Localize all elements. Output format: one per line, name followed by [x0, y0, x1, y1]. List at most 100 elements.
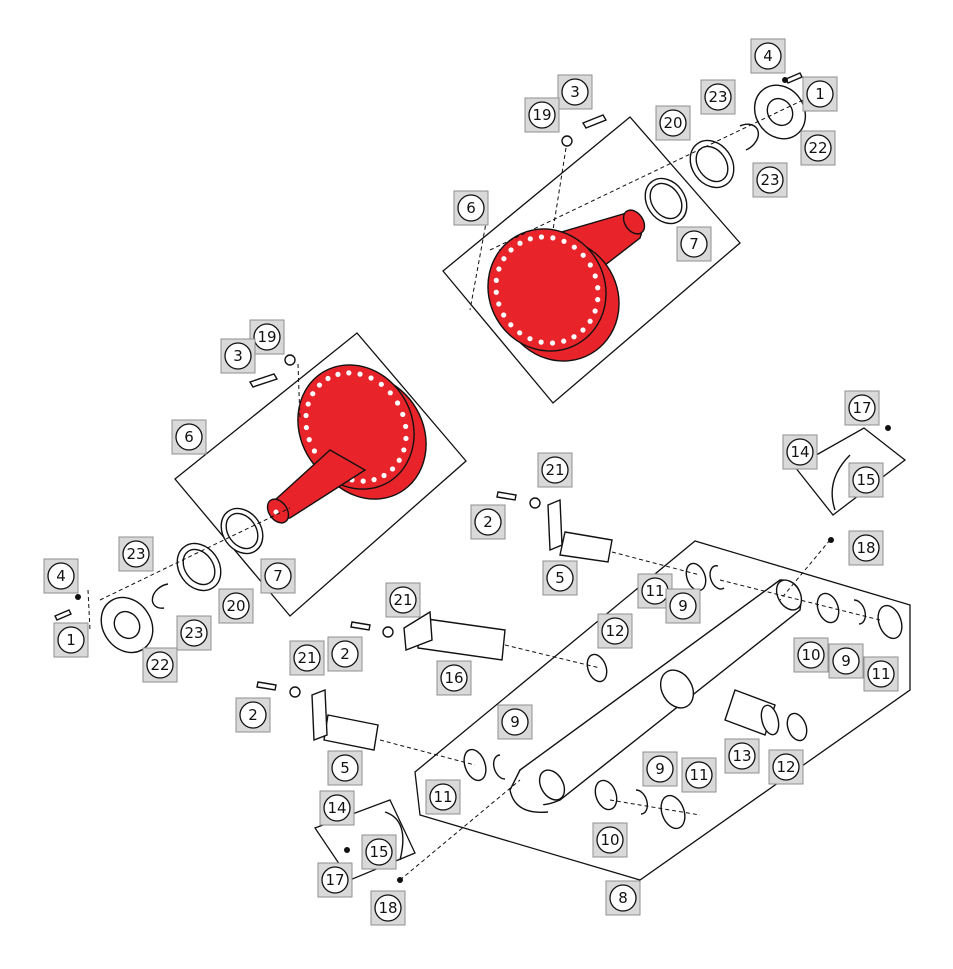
bolt-hole — [571, 334, 577, 340]
bolt-hole — [371, 477, 377, 483]
snap-ring-9-lower-right — [635, 789, 649, 815]
lower-hub-assembly — [54, 332, 467, 654]
bolt-hole — [311, 448, 318, 454]
callout-circle — [561, 78, 589, 106]
callout-circle — [222, 592, 250, 620]
callout-circle — [685, 761, 713, 789]
bolt-hole — [592, 273, 598, 279]
part-callout-23: 23 — [700, 79, 736, 115]
callout-label: 15 — [369, 843, 388, 861]
bolt-hole — [316, 382, 323, 388]
bolt-hole — [403, 435, 409, 442]
callout-label: 11 — [871, 665, 890, 683]
bolt-hole — [335, 371, 341, 377]
callout-label: 17 — [325, 871, 344, 889]
callout-label: 5 — [340, 759, 350, 777]
callout-label: 19 — [532, 106, 551, 124]
part-callout-11: 11 — [425, 779, 461, 815]
callout-circle — [122, 540, 150, 568]
part-callout-14: 14 — [319, 790, 355, 826]
part-callout-4: 4 — [750, 38, 786, 74]
bolt-hole — [527, 336, 533, 342]
callout-label: 23 — [184, 624, 203, 642]
callout-layer: 4131923202322671936723202341221714151821… — [43, 38, 899, 926]
washer-21-upper — [529, 497, 541, 509]
callout-circle — [57, 626, 85, 654]
bolt-hole — [580, 252, 586, 258]
part-callout-10: 10 — [592, 822, 628, 858]
bolt-hole — [587, 262, 593, 268]
callout-label: 15 — [856, 471, 875, 489]
grease-line-upper — [831, 454, 851, 511]
part-callout-9: 9 — [828, 643, 864, 679]
bolt-lower — [248, 373, 279, 388]
bolt-hole — [310, 391, 316, 397]
callout-label: 4 — [763, 47, 773, 65]
callout-label: 6 — [466, 199, 476, 217]
bolt-hole — [325, 375, 331, 382]
part-callout-18: 18 — [848, 530, 884, 566]
part-callout-22: 22 — [800, 130, 836, 166]
pin-5-upper-tab — [547, 498, 563, 552]
callout-circle — [867, 660, 895, 688]
bolt-hole — [401, 447, 407, 453]
callout-label: 21 — [297, 649, 316, 667]
bolt-hole — [561, 238, 567, 244]
callout-label: 6 — [184, 428, 194, 446]
washer-21-lower — [289, 686, 301, 698]
callout-circle — [374, 894, 402, 922]
bolt-hole — [501, 256, 507, 262]
callout-label: 7 — [689, 235, 699, 253]
callout-label: 11 — [433, 788, 452, 806]
bolt-hole — [517, 240, 523, 246]
callout-label: 9 — [510, 713, 520, 731]
part-callout-20: 20 — [218, 588, 254, 624]
part-callout-6: 6 — [453, 190, 489, 226]
part-callout-16: 16 — [436, 660, 472, 696]
callout-label: 23 — [708, 88, 727, 106]
callout-label: 1 — [66, 631, 76, 649]
part-callout-11: 11 — [637, 573, 673, 609]
snap-ring-9-upper-right — [853, 599, 867, 625]
bolt-hole — [501, 312, 507, 318]
callout-label: 23 — [760, 171, 779, 189]
bushing-11-lower-right — [660, 794, 686, 830]
fitting-18-upper — [828, 537, 834, 543]
callout-circle — [848, 394, 876, 422]
bolt-hole — [517, 330, 523, 336]
callout-circle — [47, 562, 75, 590]
part-callout-17: 17 — [844, 390, 880, 426]
bolt-2-middle — [350, 621, 371, 631]
bolt-hole — [571, 244, 577, 250]
bushing-10-upper — [816, 592, 840, 624]
callout-circle — [293, 644, 321, 672]
callout-circle — [754, 42, 782, 70]
pin-5-lower — [323, 714, 379, 751]
part-callout-7: 7 — [676, 226, 712, 262]
callout-label: 14 — [327, 799, 346, 817]
bolt-hole — [595, 297, 601, 303]
callout-label: 10 — [600, 831, 619, 849]
part-callout-21: 21 — [289, 640, 325, 676]
part-callout-9: 9 — [665, 588, 701, 624]
bolt-hole — [394, 400, 401, 406]
callout-circle — [175, 423, 203, 451]
callout-circle — [669, 592, 697, 620]
bolt-2-upper — [496, 491, 517, 501]
callout-label: 4 — [56, 567, 66, 585]
callout-circle — [501, 708, 529, 736]
bolt-hole — [493, 289, 499, 295]
bolt-2-lower — [256, 681, 277, 691]
callout-label: 3 — [570, 83, 580, 101]
callout-circle — [429, 783, 457, 811]
bolt-hole — [580, 327, 586, 333]
callout-circle — [323, 794, 351, 822]
snap-ring-9-upper-left — [709, 565, 725, 590]
part-callout-9: 9 — [497, 704, 533, 740]
bolt-hole — [549, 340, 556, 346]
callout-label: 5 — [555, 569, 565, 587]
callout-label: 18 — [856, 539, 875, 557]
callout-label: 20 — [226, 597, 245, 615]
fitting-17-upper — [885, 425, 891, 431]
callout-circle — [224, 342, 252, 370]
